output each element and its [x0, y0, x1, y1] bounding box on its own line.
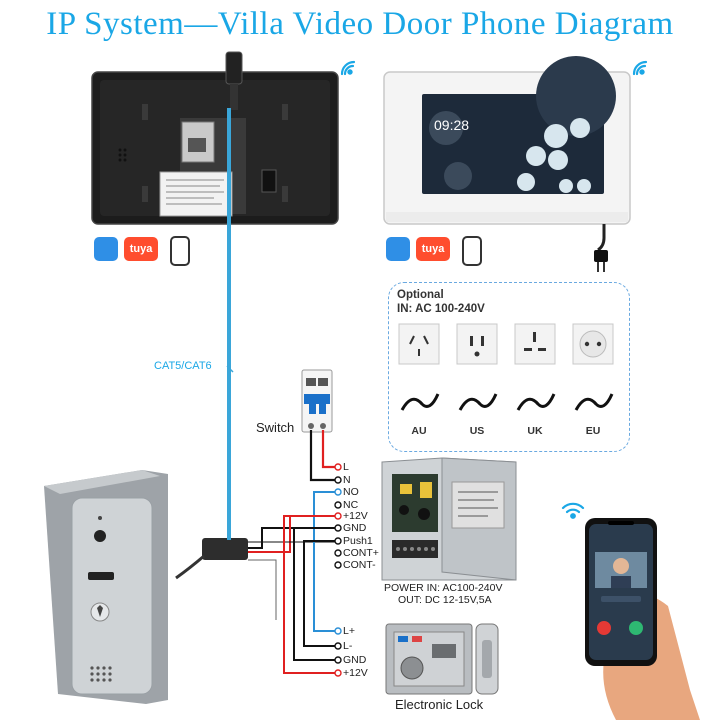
lock-label: Electronic Lock	[395, 697, 484, 712]
circuit-breaker-switch	[301, 369, 333, 433]
phone-app-icon-front	[462, 236, 482, 266]
terminal-label: +12V	[343, 510, 368, 522]
wifi-icon-back-monitor	[340, 60, 356, 76]
lock-terminal-label: GND	[343, 654, 367, 666]
optional-plugs-box	[388, 282, 630, 452]
terminal-points	[334, 463, 342, 677]
terminal-label: NC	[343, 499, 359, 511]
terminal-label: CONT-	[343, 559, 376, 571]
wifi-icon-front-monitor	[632, 60, 648, 76]
socket-us	[456, 323, 498, 411]
monitor-front-view	[383, 56, 631, 272]
cat5-network-cable	[226, 108, 234, 540]
optional-voltage: IN: AC 100-240V	[397, 303, 485, 315]
cable-label: CAT5/CAT6	[154, 360, 212, 372]
terminal-label: Push1	[343, 535, 373, 547]
outdoor-door-station	[44, 470, 248, 704]
home-app-icon	[94, 237, 118, 261]
relay-to-lock-wires	[283, 491, 336, 674]
socket-eu	[572, 323, 614, 411]
terminal-label: NO	[343, 486, 359, 498]
region-label-us: US	[469, 425, 485, 437]
electronic-lock-device	[385, 623, 499, 695]
home-app-icon-front	[386, 237, 410, 261]
mains-wires	[309, 430, 336, 482]
power-supply-unit	[381, 457, 517, 581]
region-label-au: AU	[411, 425, 427, 437]
lock-terminal-label: L-	[343, 640, 353, 652]
tuya-app-icon-front: tuya	[416, 237, 450, 261]
region-label-eu: EU	[585, 425, 601, 437]
socket-uk	[514, 323, 556, 411]
terminal-label: CONT+	[343, 547, 379, 559]
terminal-label: N	[343, 474, 351, 486]
tuya-app-icon: tuya	[124, 237, 158, 261]
monitor-screen-clock: 09:28	[434, 117, 470, 133]
phone-app-icon	[170, 236, 190, 266]
lock-terminal-label: +12V	[343, 667, 368, 679]
diagram-title: IP System—Villa Video Door Phone Diagram	[46, 6, 674, 42]
optional-label: Optional	[397, 289, 444, 301]
door-station-wires	[248, 515, 336, 620]
region-label-uk: UK	[527, 425, 543, 437]
power-output-label: OUT: DC 12-15V,5A	[398, 594, 492, 606]
switch-label: Switch	[256, 420, 295, 435]
terminal-label: GND	[343, 522, 367, 534]
power-input-label: POWER IN: AC100-240V	[384, 582, 503, 594]
socket-au	[398, 323, 440, 411]
terminal-label: L	[343, 461, 349, 473]
smartphone-with-app	[585, 518, 700, 720]
wifi-icon-phone	[561, 502, 585, 519]
lock-terminal-label: L+	[343, 625, 355, 637]
monitor-back-view	[91, 51, 339, 225]
